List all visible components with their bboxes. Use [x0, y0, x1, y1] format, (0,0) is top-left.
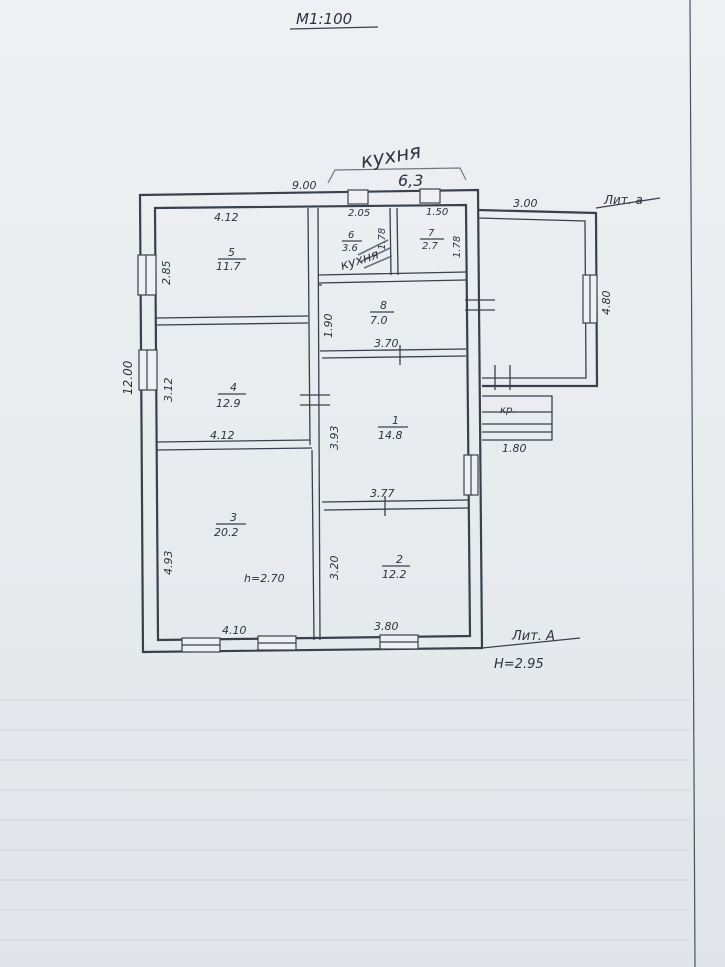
dim-room1-width: 3.77 — [370, 487, 395, 500]
dim-room2-height: 3.20 — [328, 556, 341, 581]
dim-room3-height: 4.93 — [162, 551, 175, 576]
room-1: 1 14.8 — [378, 414, 408, 442]
dim-room5-height: 2.85 — [160, 261, 173, 286]
pencil-kitchen-area: 6,3 — [398, 171, 423, 190]
room-2-number: 2 — [396, 553, 403, 566]
room-6: 6 3.6 — [342, 230, 362, 254]
room-8-area: 7.0 — [370, 314, 388, 327]
room-4-number: 4 — [230, 381, 237, 394]
annex-leader-line — [595, 197, 661, 209]
windows — [137, 188, 479, 653]
room-height-label: h=2.70 — [244, 572, 285, 585]
room-6-number: 6 — [348, 230, 354, 241]
pencil-strike — [357, 239, 393, 269]
room-2-area: 12.2 — [382, 568, 407, 581]
room-1-area: 14.8 — [378, 429, 403, 442]
pencil-kitchen-word: кухня — [359, 139, 423, 173]
room-7-number: 7 — [428, 228, 435, 239]
room-4-area: 12.9 — [216, 397, 241, 410]
main-building-label: Лит. А — [511, 629, 555, 644]
dim-annex-height: 4.80 — [600, 291, 613, 316]
room-3: 3 20.2 — [214, 511, 246, 539]
room-1-number: 1 — [392, 414, 399, 427]
pencil-bracket — [327, 167, 467, 184]
dim-room4-height: 3.12 — [162, 378, 175, 403]
dim-room1-height: 3.93 — [328, 426, 341, 451]
dim-porch-width: 1.80 — [502, 442, 527, 455]
annex-walls — [477, 208, 599, 388]
room-5-number: 5 — [228, 246, 235, 259]
dim-room7-width: 1.50 — [426, 207, 448, 218]
room-8: 8 7.0 — [370, 299, 394, 327]
room-7: 7 2.7 — [420, 228, 444, 252]
dim-top-total: 9.00 — [292, 179, 317, 192]
interior-partitions — [155, 207, 469, 641]
dim-room8-height: 1.90 — [322, 314, 335, 339]
room-6-area: 3.6 — [342, 243, 358, 254]
porch-label: кр. — [500, 405, 516, 416]
room-3-number: 3 — [230, 511, 237, 524]
room-4: 4 12.9 — [216, 381, 246, 410]
dim-room2-width: 3.80 — [374, 620, 399, 633]
main-height-label: Н=2.95 — [494, 657, 544, 672]
paper-ruling — [0, 699, 690, 941]
dim-room7-height: 1.78 — [452, 236, 463, 258]
dim-room4-width: 4.12 — [210, 429, 235, 442]
page-frame-line — [689, 0, 696, 967]
dim-annex-width: 3.00 — [513, 197, 538, 210]
annex-label: Лит. а — [603, 193, 643, 207]
dim-room3-width: 4.10 — [222, 624, 247, 637]
room-2: 2 12.2 — [382, 553, 410, 581]
porch-steps — [482, 395, 553, 441]
room-5: 5 11.7 — [216, 246, 246, 273]
room-3-area: 20.2 — [214, 526, 239, 539]
dim-room5-width: 4.12 — [214, 211, 239, 224]
dim-left-total: 12.00 — [121, 360, 135, 395]
dim-room8-width: 3.70 — [374, 337, 399, 350]
scale-label: M1:100 — [296, 10, 352, 28]
main-building-walls — [138, 188, 484, 654]
room-5-area: 11.7 — [216, 260, 241, 273]
dim-room6-width: 2.05 — [348, 208, 370, 219]
dim-room6-height: 1.78 — [377, 228, 388, 250]
scale-underline — [289, 26, 379, 30]
room-8-number: 8 — [380, 299, 387, 312]
room-7-area: 2.7 — [422, 241, 439, 252]
main-leader-line — [481, 637, 581, 649]
